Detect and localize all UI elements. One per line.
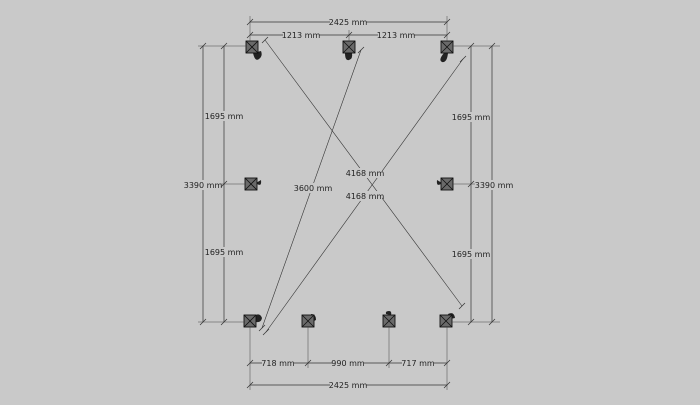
- diagonal-measurements: 4168 mm 4168 mm 3600 mm: [258, 36, 467, 336]
- post-top-right[interactable]: [440, 40, 454, 63]
- post-mid-left[interactable]: [244, 177, 262, 191]
- post-top-middle[interactable]: [342, 40, 356, 61]
- post-mid-right[interactable]: [436, 177, 454, 191]
- post-bottom-right[interactable]: [439, 313, 455, 328]
- post-bottom-center-left[interactable]: [301, 314, 316, 328]
- posts: [243, 40, 455, 328]
- dim-top-left-span: 1213 mm: [282, 31, 321, 40]
- bottom-dimensions: 718 mm 990 mm 717 mm 2425 mm: [246, 327, 451, 390]
- dim-bottom-mid: 990 mm: [331, 359, 365, 368]
- dim-diagonal-a: 4168 mm: [346, 169, 385, 178]
- dim-bottom-total: 2425 mm: [329, 381, 368, 390]
- dim-diagonal-b: 4168 mm: [346, 192, 385, 201]
- dim-right-upper: 1695 mm: [452, 113, 491, 122]
- dim-bottom-left: 718 mm: [261, 359, 295, 368]
- dim-right-lower: 1695 mm: [452, 250, 491, 259]
- dim-left-upper: 1695 mm: [205, 112, 244, 121]
- dim-left-lower: 1695 mm: [205, 248, 244, 257]
- post-bottom-left[interactable]: [243, 314, 262, 328]
- right-dimensions: 1695 mm 1695 mm 3390 mm: [452, 42, 514, 326]
- dim-diagonal-c: 3600 mm: [294, 184, 333, 193]
- dim-left-total: 3390 mm: [184, 181, 223, 190]
- dim-top-total: 2425 mm: [329, 18, 368, 27]
- dim-right-total: 3390 mm: [475, 181, 514, 190]
- left-dimensions: 3390 mm 1695 mm 1695 mm: [184, 42, 246, 326]
- post-bottom-center-right[interactable]: [382, 311, 396, 328]
- top-dimensions: 2425 mm 1213 mm 1213 mm: [246, 16, 451, 41]
- dim-top-right-span: 1213 mm: [377, 31, 416, 40]
- dim-bottom-right: 717 mm: [401, 359, 435, 368]
- post-top-left[interactable]: [245, 40, 262, 60]
